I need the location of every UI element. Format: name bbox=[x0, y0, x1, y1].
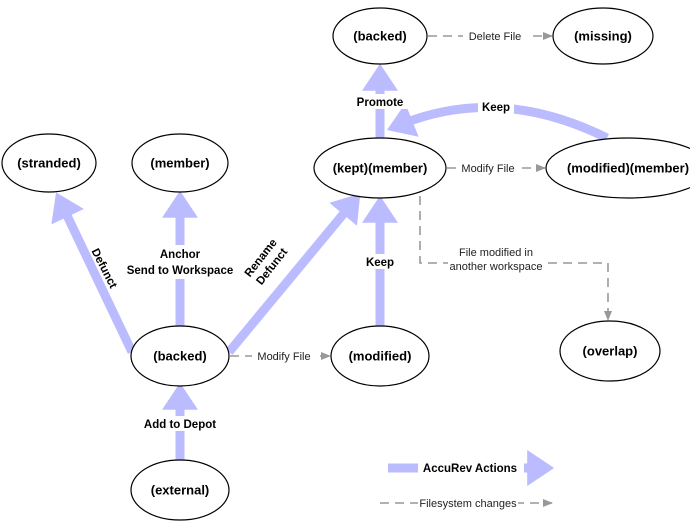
node-stranded: (stranded) bbox=[1, 133, 97, 193]
node-backed: (backed) bbox=[130, 325, 230, 387]
label-modify-file: Modify File bbox=[257, 351, 310, 363]
legend-filesystem-changes: Filesystem changes bbox=[419, 498, 517, 510]
label-promote: Promote bbox=[357, 97, 404, 109]
node-member: (member) bbox=[131, 133, 229, 193]
legend: AccuRev Actions Filesystem changes bbox=[380, 450, 555, 511]
legend-accurev-actions: AccuRev Actions bbox=[423, 463, 517, 475]
label-modify-file-top: Modify File bbox=[461, 163, 514, 175]
node-overlap: (overlap) bbox=[559, 320, 661, 382]
label-file-modified-line2: another workspace bbox=[450, 261, 543, 273]
node-label: (modified) bbox=[349, 348, 412, 363]
label-send-to-workspace: Send to Workspace bbox=[127, 265, 234, 277]
arrow-file-modified-elsewhere bbox=[419, 196, 612, 321]
node-label: (modified)(member) bbox=[567, 160, 689, 175]
arrow-rename-defunct bbox=[225, 193, 361, 355]
node-missing: (missing) bbox=[552, 7, 654, 65]
node-label: (backed) bbox=[153, 348, 206, 363]
node-label: (missing) bbox=[574, 28, 632, 43]
node-label: (member) bbox=[150, 155, 209, 170]
node-label: (stranded) bbox=[17, 155, 81, 170]
label-add-to-depot: Add to Depot bbox=[144, 419, 216, 431]
node-label: (backed) bbox=[353, 28, 406, 43]
node-label: (overlap) bbox=[583, 343, 638, 358]
arrow-defunct bbox=[51, 192, 137, 354]
node-external: (external) bbox=[130, 459, 230, 521]
node-label: (external) bbox=[151, 482, 210, 497]
label-keep-top: Keep bbox=[482, 102, 510, 114]
node-modified-member: (modified)(member) bbox=[545, 137, 690, 199]
label-keep: Keep bbox=[366, 257, 394, 269]
label-file-modified-line1: File modified in bbox=[459, 247, 533, 259]
node-label: (kept)(member) bbox=[333, 160, 428, 175]
node-modified: (modified) bbox=[330, 325, 430, 387]
node-kept-member: (kept)(member) bbox=[313, 137, 447, 199]
node-backed-top: (backed) bbox=[332, 7, 428, 65]
label-delete-file: Delete File bbox=[469, 31, 522, 43]
label-anchor: Anchor bbox=[160, 249, 201, 261]
